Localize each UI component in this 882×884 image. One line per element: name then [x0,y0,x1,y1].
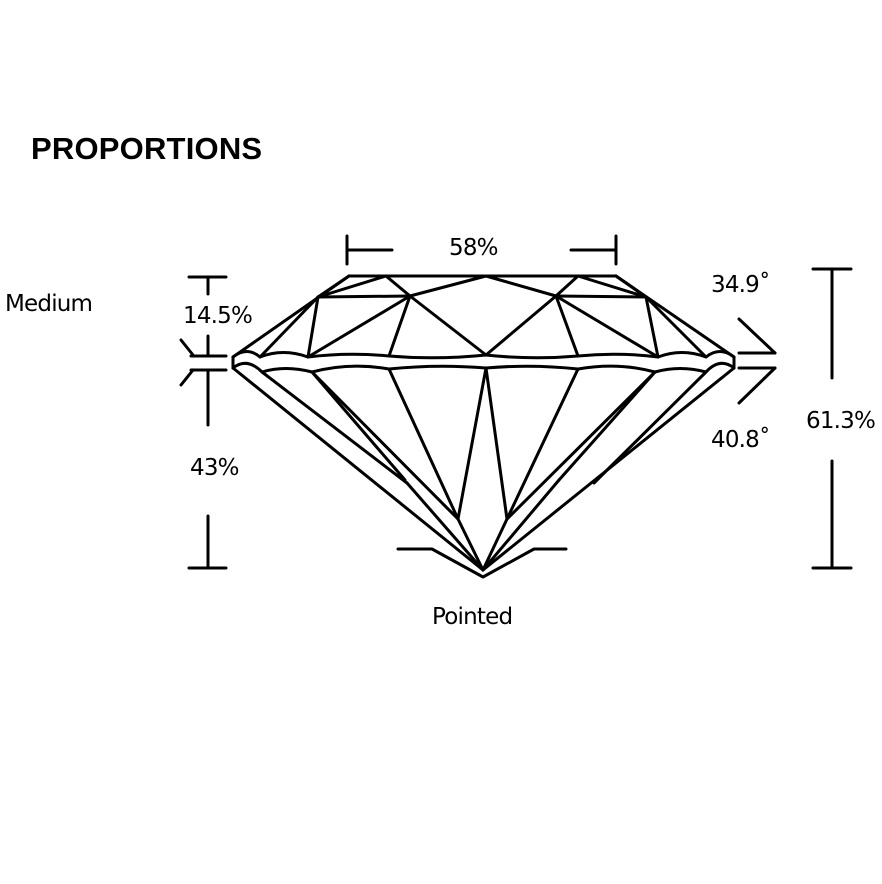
culet-marker [396,547,568,579]
total-depth-label: 61.3% [806,408,876,434]
pavilion-angle-marker [737,366,777,405]
crown-height-marker [179,275,228,358]
table-size-label: 58% [449,235,499,261]
pavilion-depth-marker [179,368,228,570]
diamond-icon [231,274,736,572]
page-title: PROPORTIONS [31,131,263,166]
table-dimension-marker [345,234,618,266]
crown-angle-marker [737,317,777,355]
girdle-thickness-label: Medium [5,291,93,317]
pavilion-depth-label: 43% [190,455,240,481]
culet-label: Pointed [432,604,513,630]
crown-height-label: 14.5% [183,303,253,329]
pavilion-angle-label: 40.8˚ [711,427,771,453]
crown-angle-label: 34.9˚ [711,272,771,298]
total-depth-marker [811,267,853,570]
